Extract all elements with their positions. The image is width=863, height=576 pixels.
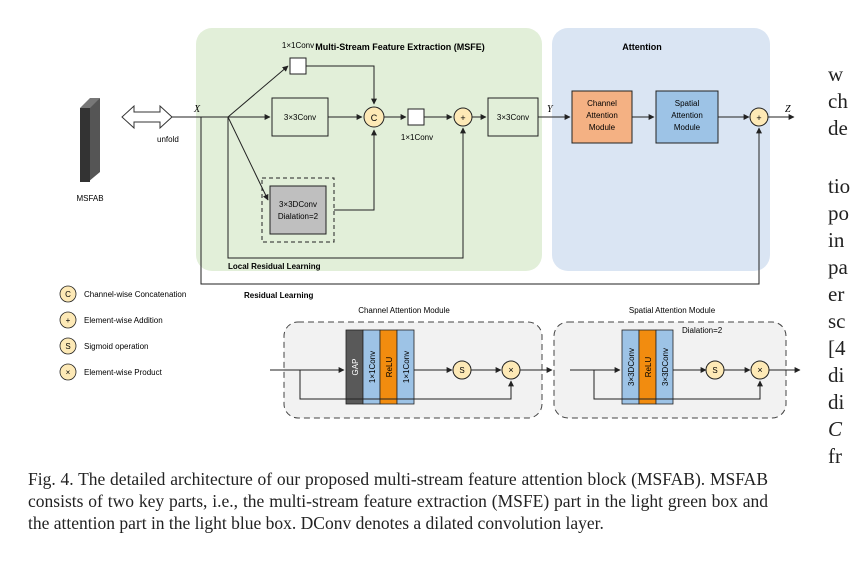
cam-layer-gap-label: GAP bbox=[351, 359, 360, 376]
concat-symbol: C bbox=[371, 113, 378, 123]
conv3x3-box bbox=[271, 97, 329, 137]
x-label: X bbox=[193, 104, 201, 115]
fragment: w bbox=[828, 62, 844, 86]
fragment: C bbox=[828, 417, 843, 441]
sam-sigmoid-symbol: S bbox=[712, 366, 717, 375]
sam-layer-dconv2 bbox=[655, 329, 674, 405]
global-add-symbol: + bbox=[756, 113, 761, 123]
fragment: [4 bbox=[828, 336, 846, 360]
conv3x3-right-box bbox=[487, 97, 539, 137]
legend-symbol-2: S bbox=[65, 342, 70, 351]
cam-label-3: Module bbox=[589, 123, 616, 132]
unfold-arrow-icon bbox=[121, 104, 173, 130]
fragment: sc bbox=[828, 309, 846, 333]
fragment: fr bbox=[828, 444, 842, 468]
conv1x1-top-label: 1×1Conv bbox=[282, 41, 314, 50]
cam-layer-conv1-label: 1×1Conv bbox=[368, 351, 377, 383]
legend-label-3: Element-wise Product bbox=[84, 368, 163, 377]
local-add-symbol: + bbox=[460, 113, 465, 123]
attention-title: Attention bbox=[622, 42, 662, 52]
conv1x1-top bbox=[289, 57, 307, 75]
legend: C Channel-wise Concatenation + Element-w… bbox=[59, 285, 186, 381]
channel-attention-box bbox=[571, 90, 633, 144]
sam-layer-dconv1-label: 3×3DConv bbox=[627, 348, 636, 386]
dconv-label-2: Dialation=2 bbox=[278, 212, 319, 221]
sam-layer-dconv2-label: 3×3DConv bbox=[661, 348, 670, 386]
cam-layer-relu-label: ReLU bbox=[385, 357, 394, 378]
fragment: ch bbox=[828, 89, 848, 113]
legend-symbol-3: × bbox=[66, 368, 71, 377]
fragment: er bbox=[828, 282, 845, 306]
fragment: tio bbox=[828, 174, 851, 198]
dconv-dashed-box bbox=[261, 177, 335, 243]
sam-label-1: Spatial bbox=[675, 99, 700, 108]
legend-label-0: Channel-wise Concatenation bbox=[84, 290, 186, 299]
msfab-block-icon bbox=[88, 98, 100, 182]
cam-product-symbol: × bbox=[508, 365, 513, 375]
fragment: in bbox=[828, 228, 845, 252]
attention-panel bbox=[552, 28, 770, 271]
sam-label-2: Attention bbox=[671, 111, 703, 120]
conv3x3-label: 3×3Conv bbox=[284, 113, 316, 122]
local-residual-label: Local Residual Learning bbox=[228, 262, 321, 271]
fragment: pa bbox=[828, 255, 848, 279]
sam-dilation-label: Dialation=2 bbox=[682, 326, 723, 335]
msfab-block-front bbox=[80, 108, 90, 182]
z-label: Z bbox=[785, 104, 791, 115]
y-label: Y bbox=[547, 104, 554, 115]
msfab-block-top bbox=[80, 98, 100, 108]
cam-label-1: Channel bbox=[587, 99, 617, 108]
cam-sigmoid-symbol: S bbox=[459, 366, 464, 375]
legend-label-1: Element-wise Addition bbox=[84, 316, 163, 325]
dconv-label-1: 3×3DConv bbox=[279, 200, 317, 209]
conv1x1-mid bbox=[407, 108, 425, 126]
fragment: di bbox=[828, 363, 845, 387]
residual-label: Residual Learning bbox=[244, 291, 313, 300]
dconv-box bbox=[269, 185, 327, 235]
msfe-panel bbox=[196, 28, 542, 271]
legend-symbol-0: C bbox=[65, 290, 71, 299]
spatial-attention-box bbox=[655, 90, 719, 144]
conv3x3-right-label: 3×3Conv bbox=[497, 113, 529, 122]
sam-detail-title: Spatial Attention Module bbox=[629, 306, 716, 315]
fragment: de bbox=[828, 116, 848, 140]
sam-label-3: Module bbox=[674, 123, 701, 132]
cam-layer-conv2 bbox=[396, 329, 415, 405]
msfe-title: Multi-Stream Feature Extraction (MSFE) bbox=[315, 42, 485, 52]
fragment: di bbox=[828, 390, 845, 414]
fragment: po bbox=[828, 201, 849, 225]
unfold-label: unfold bbox=[157, 135, 179, 144]
cam-layer-conv2-label: 1×1Conv bbox=[402, 351, 411, 383]
msfab-label: MSFAB bbox=[76, 194, 103, 203]
sam-product-symbol: × bbox=[757, 365, 762, 375]
sam-layer-relu-label: ReLU bbox=[644, 357, 653, 378]
legend-symbol-1: + bbox=[66, 316, 71, 325]
legend-label-2: Sigmoid operation bbox=[84, 342, 148, 351]
cam-detail-title: Channel Attention Module bbox=[358, 306, 450, 315]
cam-label-2: Attention bbox=[586, 111, 618, 120]
figure-caption: Fig. 4. The detailed architecture of our… bbox=[28, 469, 768, 533]
conv1x1-mid-label: 1×1Conv bbox=[401, 133, 433, 142]
